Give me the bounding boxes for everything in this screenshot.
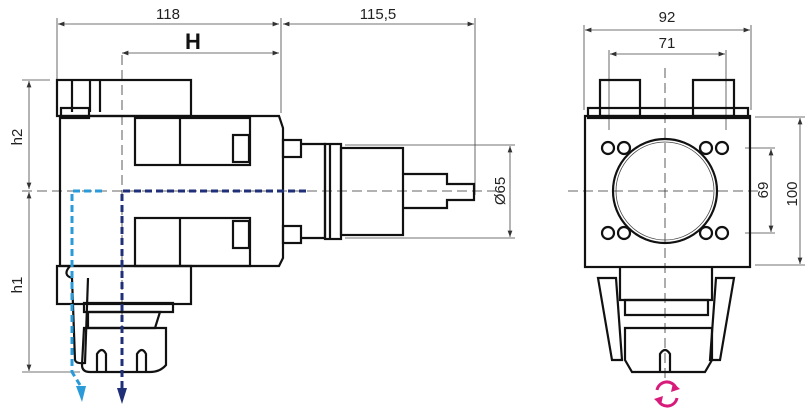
dim-115-5: 115,5 — [360, 6, 396, 23]
dim-118: 118 — [156, 6, 180, 23]
tool-holder-body — [55, 78, 476, 374]
dim-h1: h1 — [9, 277, 26, 294]
coolant-path-outer — [70, 189, 102, 386]
dim-69: 69 — [755, 182, 772, 199]
dim-H: H — [185, 29, 201, 54]
dimension-lines-front — [583, 25, 805, 266]
side-view: 118 115,5 H h2 h1 Ø65 — [9, 6, 515, 404]
dim-92: 92 — [659, 9, 676, 26]
dim-diameter-65: Ø65 — [492, 177, 509, 205]
dimension-lines — [22, 18, 515, 373]
dim-100: 100 — [784, 181, 801, 206]
front-body — [583, 78, 752, 374]
dim-h2: h2 — [9, 129, 26, 146]
coolant-path-inner — [120, 189, 306, 388]
front-view: 92 71 69 100 — [568, 9, 805, 408]
coolant-arrow-inner-icon — [117, 388, 127, 404]
dim-71: 71 — [659, 35, 676, 52]
rotation-arrows-icon — [654, 380, 680, 408]
coolant-arrow-outer-icon — [76, 386, 86, 402]
